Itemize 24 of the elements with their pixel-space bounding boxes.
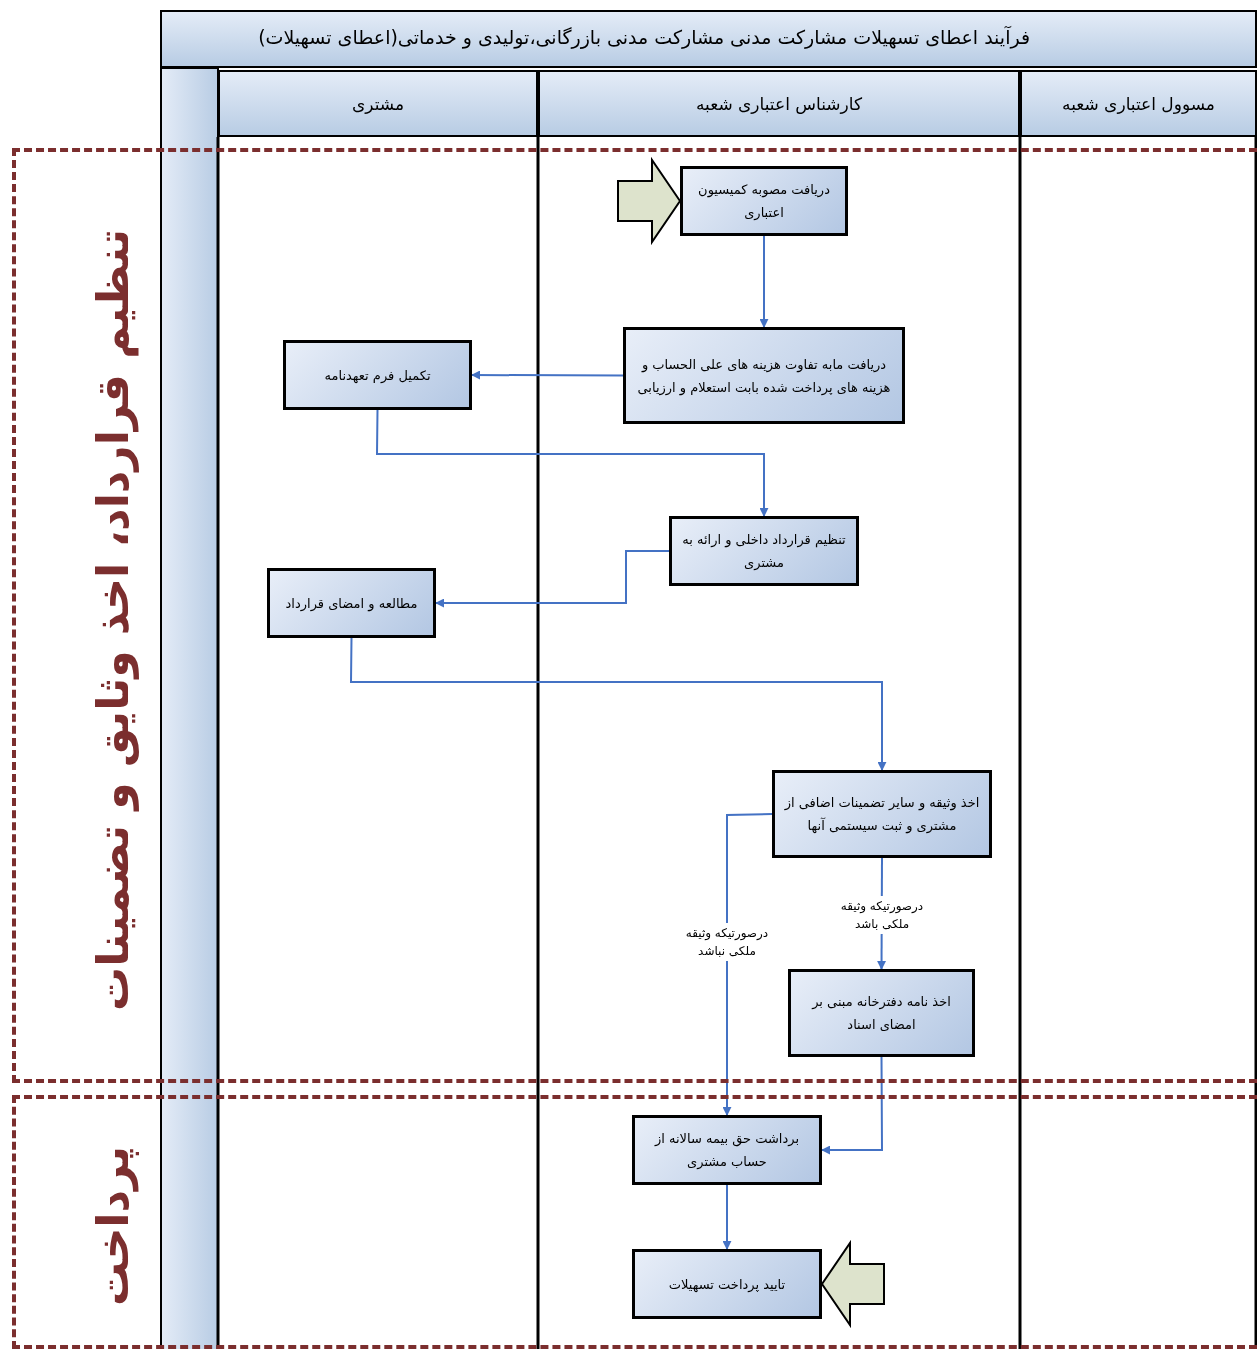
- lane-header: مسوول اعتباری شعبه: [1020, 70, 1257, 137]
- process-box: تنظیم قرارداد داخلی و ارائه به مشتری: [669, 516, 859, 586]
- arrow: [376, 409, 769, 517]
- arrow: [471, 370, 624, 380]
- process-box: تکمیل فرم تعهدنامه: [283, 340, 472, 410]
- process-box: برداشت حق بیمه سالانه از حساب مشتری: [632, 1115, 822, 1185]
- lane-header: مشتری: [218, 70, 538, 137]
- arrow: [350, 637, 887, 771]
- arrow: [435, 550, 670, 608]
- arrow: [821, 1056, 883, 1155]
- process-box: دریافت مصوبه کمیسیون اعتباری: [680, 166, 848, 236]
- title: فرآیند اعطای تسهیلات مشارکت مدنی مشارکت مدنی بازرگانی،تولیدی و خدماتی(اعطای تسهیلات): [258, 26, 1030, 48]
- process-box: اخذ نامه دفترخانه مبنی بر امضای اسناد: [788, 969, 975, 1057]
- arrow: [722, 1184, 732, 1250]
- process-box: مطالعه و امضای قرارداد: [267, 568, 436, 638]
- process-box: اخذ وثیقه و سایر تضمینات اضافی از مشتری و ثبت سیستمی آنها: [772, 770, 992, 858]
- process-box: تایید پرداخت تسهیلات: [632, 1249, 822, 1319]
- arrow: [759, 235, 769, 328]
- block-arrow: [820, 1239, 885, 1329]
- process-box: دریافت مابه تفاوت هزینه های علی الحساب و هزینه های پرداخت شده بابت استعلام و ارزیابی: [623, 327, 905, 424]
- phase-band: پرداخت برداشت حق بیمه سالانه از حساب مشتری تایید پرداخت تسهیلات: [12, 1095, 1257, 1349]
- arrow: [722, 813, 773, 1116]
- lane-header: کارشناس اعتباری شعبه: [538, 70, 1020, 137]
- block-arrow: [617, 156, 682, 246]
